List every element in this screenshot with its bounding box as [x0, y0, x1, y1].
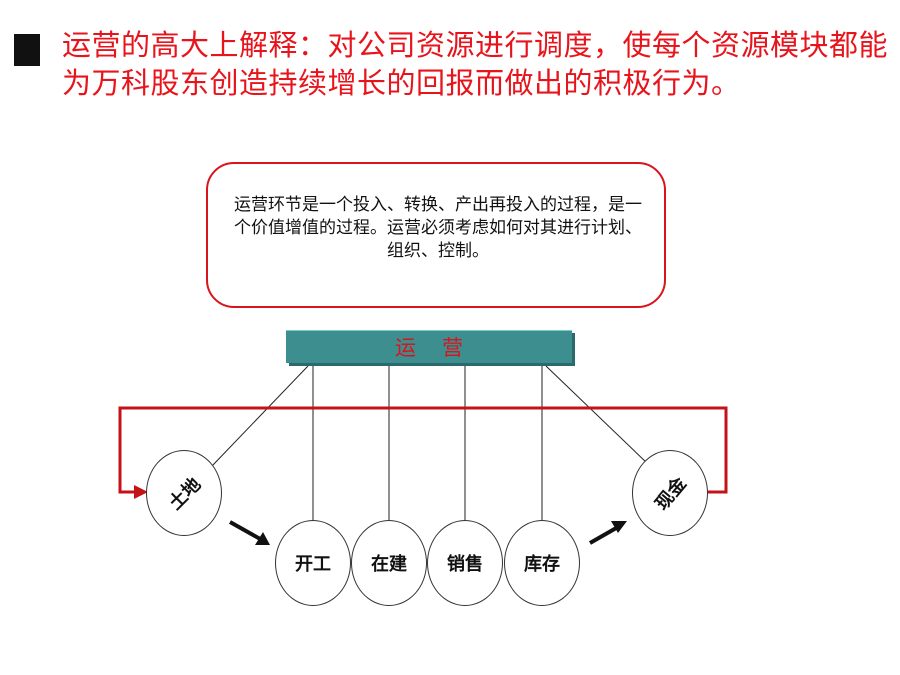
- flow-arrowhead-left: [255, 532, 270, 545]
- node-cash-label: 现金: [651, 473, 691, 515]
- definition-text: 运营环节是一个投入、转换、产出再投入的过程，是一个价值增值的过程。运营必须考虑如…: [234, 195, 642, 261]
- node-building: 在建: [351, 520, 427, 606]
- flow-arrow-left: [229, 520, 263, 542]
- string-cash: [545, 365, 649, 465]
- node-cash: 现金: [632, 450, 708, 536]
- node-land-label: 土地: [164, 473, 206, 515]
- node-building-label: 在建: [371, 554, 407, 575]
- node-inventory-label: 库存: [524, 554, 560, 575]
- feedback-arrowhead: [134, 485, 148, 499]
- operations-label: 运营: [395, 336, 489, 360]
- flow-arrow-right: [589, 525, 619, 545]
- node-inventory: 库存: [504, 520, 580, 606]
- definition-callout: [206, 162, 666, 308]
- node-start-label: 开工: [295, 554, 331, 575]
- node-sales: 销售: [427, 520, 503, 606]
- node-start: 开工: [275, 520, 351, 606]
- feedback-loop: [118, 406, 728, 494]
- operations-bar: 运营: [286, 330, 572, 363]
- flow-arrowhead-right: [611, 521, 627, 533]
- node-sales-label: 销售: [447, 554, 483, 575]
- page-title: 运营的高大上解释：对公司资源进行调度，使每个资源模块都能为万科股东创造持续增长的…: [62, 28, 889, 100]
- title-bullet: [14, 34, 40, 66]
- node-land: 土地: [146, 450, 222, 536]
- string-land: [211, 365, 309, 467]
